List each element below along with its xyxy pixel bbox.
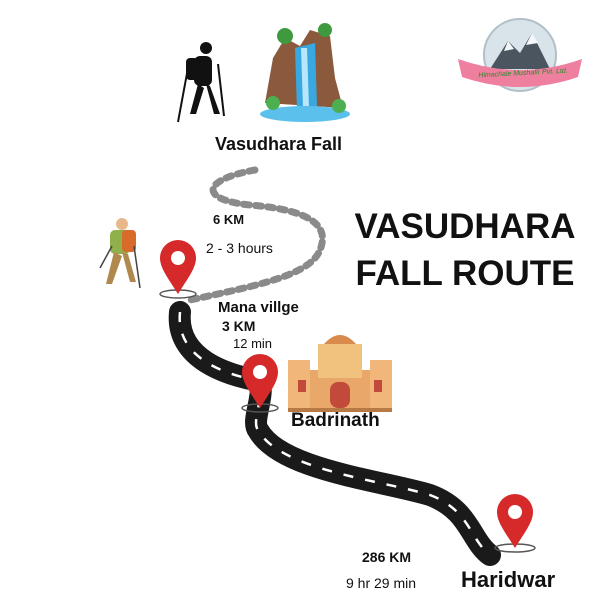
page-title-line2: FALL ROUTE xyxy=(355,254,575,293)
badrinath-label: Badrinath xyxy=(291,410,380,431)
footprint-trail xyxy=(186,166,326,304)
vasudhara-fall-label: Vasudhara Fall xyxy=(215,134,343,154)
mana-time: 12 min xyxy=(233,336,273,351)
trek-distance: 6 KM xyxy=(213,212,245,227)
waterfall-icon xyxy=(260,23,350,122)
mana-village-label: Mana villge xyxy=(218,299,299,316)
road-center-line xyxy=(178,311,491,556)
badrinath-temple-icon xyxy=(288,335,392,412)
haridwar-distance: 286 KM xyxy=(362,549,412,565)
trekker-icon xyxy=(99,218,141,289)
badrinath-location-pin-icon xyxy=(241,354,279,413)
hiker-silhouette-icon xyxy=(177,42,225,123)
haridwar-location-pin-icon xyxy=(494,494,536,553)
company-logo xyxy=(458,18,582,92)
haridwar-time: 9 hr 29 min xyxy=(346,575,417,591)
page-title-line1: VASUDHARA xyxy=(354,207,576,246)
mana-distance: 3 KM xyxy=(222,318,256,334)
haridwar-label: Haridwar xyxy=(461,567,556,592)
mana-location-pin-icon xyxy=(159,240,197,299)
trek-time: 2 - 3 hours xyxy=(206,240,273,256)
